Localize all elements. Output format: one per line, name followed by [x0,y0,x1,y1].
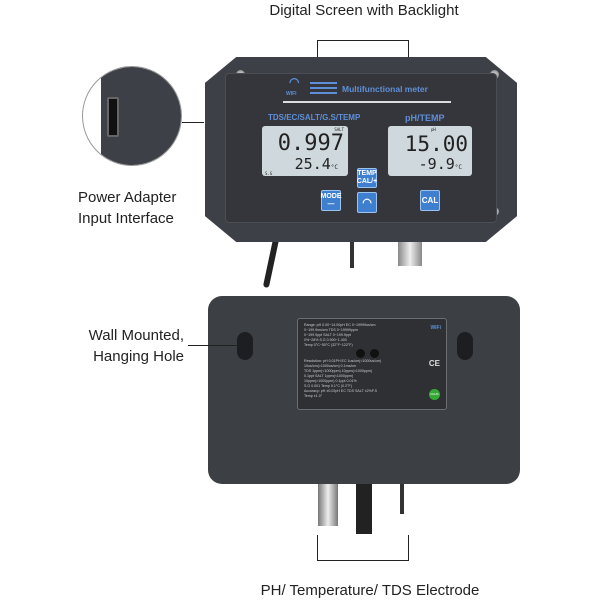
hanging-callout: Wall Mounted, Hanging Hole [80,325,184,367]
screen-callout: Digital Screen with Backlight [269,2,459,19]
callout-line [408,535,409,560]
spec-line: 0~199.9ms/cm TDS 0~19999ppm [304,328,358,332]
callout-line [317,560,409,561]
callout-text: Power Adapter [78,189,177,206]
left-lcd: SALT 0.997 S.G 25.4°C [262,126,348,176]
hanging-hole-right [457,332,473,360]
power-port [107,97,119,137]
lines-icon [310,82,337,96]
left-screen-label: TDS/EC/SALT/G.S/TEMP [268,113,361,122]
mode-button[interactable]: MODE— [320,190,342,211]
hanging-hole-left [237,332,253,360]
temp-unit: °C [454,164,462,171]
spec-line: Temp ±1.0° [304,394,323,398]
right-screen-label: pH/TEMP [405,113,445,123]
callout-line [317,40,409,41]
spec-line: 0~199.9ppt SALT 0~199.9ppt [304,333,351,337]
callout-text: Hanging Hole [93,348,184,365]
main-value: 0.997 [277,131,344,156]
power-port-inset [82,66,182,166]
callout-line [182,122,204,123]
sensor-dot [356,349,365,358]
electrode-callout: PH/ Temperature/ TDS Electrode [260,582,480,599]
button-label: MODE [320,192,342,200]
divider [283,101,451,103]
callout-text: Wall Mounted, [88,327,184,344]
temp-value: 25.4 [294,155,331,173]
right-lcd: pH 15.00 -9.9°C [388,126,472,176]
sensor-dot [370,349,379,358]
spec-line: 10ppm(>1000ppm) 0.1ppt 0.01% [304,379,357,383]
wifi-button[interactable]: ◠ [357,192,377,213]
wifi-mark: WiFi [430,325,441,331]
mode-tag: S.G [265,171,273,176]
temp-value: -9.9 [418,155,455,173]
wifi-icon: ◠ [362,196,372,209]
callout-line [317,535,318,560]
rohs-mark: RoHS [429,389,440,400]
spec-line: 0%~28% S.G 0.900~1.400 [304,338,347,342]
spec-line: 10us/cm(>1000us/cm) 0.1ms/cm [304,364,357,368]
bnc-connector [318,484,338,526]
cal-button[interactable]: CAL [420,190,440,211]
temp-unit: °C [330,164,338,171]
spec-line: Resolution: pH 0.01PH EC 1us/cm(<1000us/… [304,359,382,363]
button-label: TEMP [357,170,377,177]
cable [400,484,404,514]
spec-line: TDS 1ppm(<1000ppm) 10ppm(>1000ppm) [304,369,373,373]
callout-line [188,345,238,346]
unit-tag: SALT [334,127,344,132]
main-value: 15.00 [404,132,468,156]
device-title: Multifunctional meter [342,84,428,94]
unit-tag: pH [431,127,436,132]
callout-text: Input Interface [78,210,174,227]
wifi-logo-label: WIFI [286,91,297,97]
button-label: — [327,200,335,208]
cable [350,238,354,268]
wifi-logo-icon: ◠ [289,75,300,89]
spec-line: S.G 0.001 Temp 0.1°C (0.2°F) [304,384,352,388]
power-cable [262,237,280,289]
button-label: CAL/+ [356,178,378,185]
spec-line: Temp 0°C~50°C (32°F~122°F) [304,343,353,347]
spec-line: Range: pH 0.00~14.00pH EC 0~19999us/cm [304,323,376,327]
ce-mark: CE [428,359,440,368]
electrode-cable [356,484,372,534]
spec-line: Accuracy: pH ±0.02pH EC TDS SALT ±2%F.S [304,389,378,393]
spec-line: 0.1ppt SALT 1ppm(<1000ppm) [304,374,354,378]
